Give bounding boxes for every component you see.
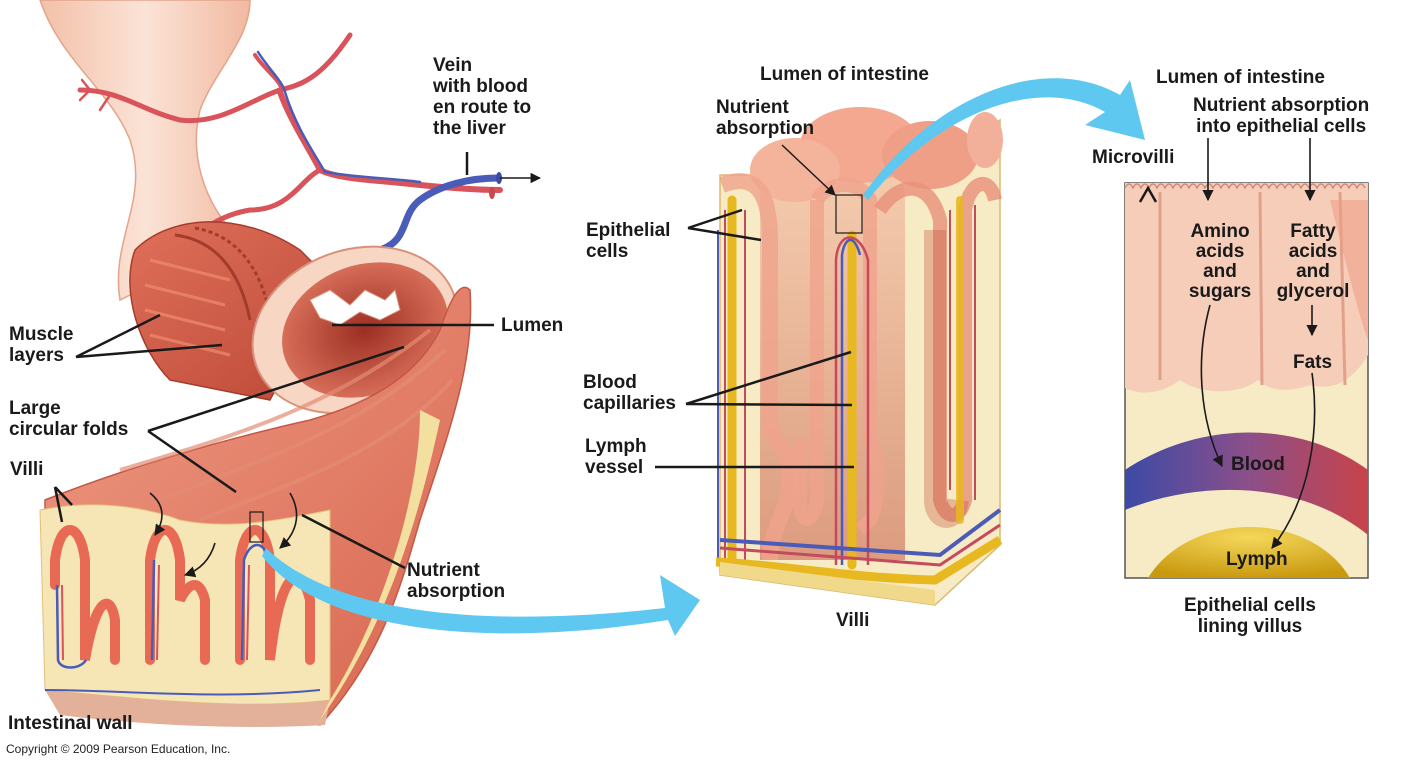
zoom-box-epithelium [835, 194, 863, 234]
leader-lines-villi [655, 144, 854, 469]
label-nutrient-cells-line-2: into epithelial cells [1196, 116, 1367, 137]
label-nutrient-absorption-wall: Nutrient absorption [407, 560, 505, 602]
label-large-circular-folds: Large circular folds [9, 398, 128, 440]
label-fatty-line-4: glycerol [1276, 281, 1350, 302]
label-fatty-line-3: and [1296, 261, 1330, 282]
label-amino-line-1: Amino [1190, 221, 1250, 242]
label-nutrient-villi-line-2: absorption [716, 118, 815, 139]
label-lumen-of-intestine-cells: Lumen of intestine [1156, 67, 1325, 88]
label-muscle-layers-line-2: layers [9, 345, 64, 366]
label-vein: Vein with blood en route to the liver [433, 55, 531, 139]
label-nutrient-absorption-cells: Nutrient absorption into epithelial cell… [1193, 95, 1369, 137]
label-capillaries-line-1: Blood [583, 372, 637, 393]
label-epithelial-line-2: cells [586, 241, 629, 262]
label-lymph-vessel: Lymph vessel [585, 436, 647, 478]
label-vein-line-1: Vein [433, 55, 473, 76]
label-nutrient-absorption-villi: Nutrient absorption [716, 97, 814, 139]
label-muscle-layers-line-1: Muscle [9, 324, 74, 345]
label-blood-capillaries: Blood capillaries [583, 372, 676, 414]
label-vein-line-2: with blood [433, 76, 528, 97]
label-nutrient-line-2: absorption [407, 581, 506, 602]
panel-title-villi: Villi [836, 610, 870, 631]
label-fats: Fats [1293, 352, 1333, 373]
panel-title-epithelial-cells: Epithelial cells lining villus [1160, 595, 1340, 637]
label-nutrient-line-1: Nutrient [407, 560, 480, 581]
title-epithelial-line-2: lining villus [1197, 616, 1303, 637]
label-muscle-layers: Muscle layers [9, 324, 73, 366]
label-villi-wall: Villi [10, 459, 44, 480]
label-epithelial-cells: Epithelial cells [586, 220, 670, 262]
label-vein-line-4: the liver [433, 118, 506, 139]
label-nutrient-cells-line-1: Nutrient absorption [1193, 95, 1370, 116]
label-amino-line-3: and [1203, 261, 1237, 282]
label-lumen-of-intestine-villi: Lumen of intestine [760, 64, 929, 85]
label-fatty-line-1: Fatty [1290, 221, 1336, 242]
panel-title-intestinal-wall: Intestinal wall [8, 713, 133, 734]
label-lymph-vessel-line-1: Lymph [585, 436, 647, 457]
title-epithelial-line-1: Epithelial cells [1184, 595, 1316, 616]
label-folds-line-2: circular folds [9, 419, 129, 440]
villi-block [715, 107, 1003, 606]
label-capillaries-line-2: capillaries [583, 393, 676, 414]
label-fatty-line-2: acids [1288, 241, 1338, 262]
label-vein-line-3: en route to [433, 97, 532, 118]
label-lymph-vessel-line-2: vessel [585, 457, 644, 478]
absorption-arrows-cells [1138, 138, 1318, 549]
label-epithelial-line-1: Epithelial [586, 220, 671, 241]
label-lumen: Lumen [501, 315, 564, 336]
label-amino-line-4: sugars [1188, 281, 1252, 302]
epithelium-box [1124, 182, 1369, 579]
label-nutrient-villi-line-1: Nutrient [716, 97, 789, 118]
label-lymph: Lymph [1226, 549, 1288, 570]
absorption-arrows-small [149, 492, 298, 578]
cyan-arrow-to-villi [262, 548, 700, 636]
label-amino-line-2: acids [1195, 241, 1245, 262]
cyan-arrow-to-epithelium [863, 78, 1145, 200]
label-amino-acids-sugars: Amino acids and sugars [1175, 222, 1265, 302]
label-fatty-acids-glycerol: Fatty acids and glycerol [1268, 222, 1358, 302]
label-blood: Blood [1231, 454, 1285, 475]
leader-lines-wall [53, 152, 542, 570]
label-microvilli: Microvilli [1092, 147, 1175, 168]
zoom-box-villus [249, 511, 264, 543]
label-folds-line-1: Large [9, 398, 61, 419]
intestine-cross-section [251, 245, 459, 415]
copyright-notice: Copyright © 2009 Pearson Education, Inc. [6, 742, 231, 756]
